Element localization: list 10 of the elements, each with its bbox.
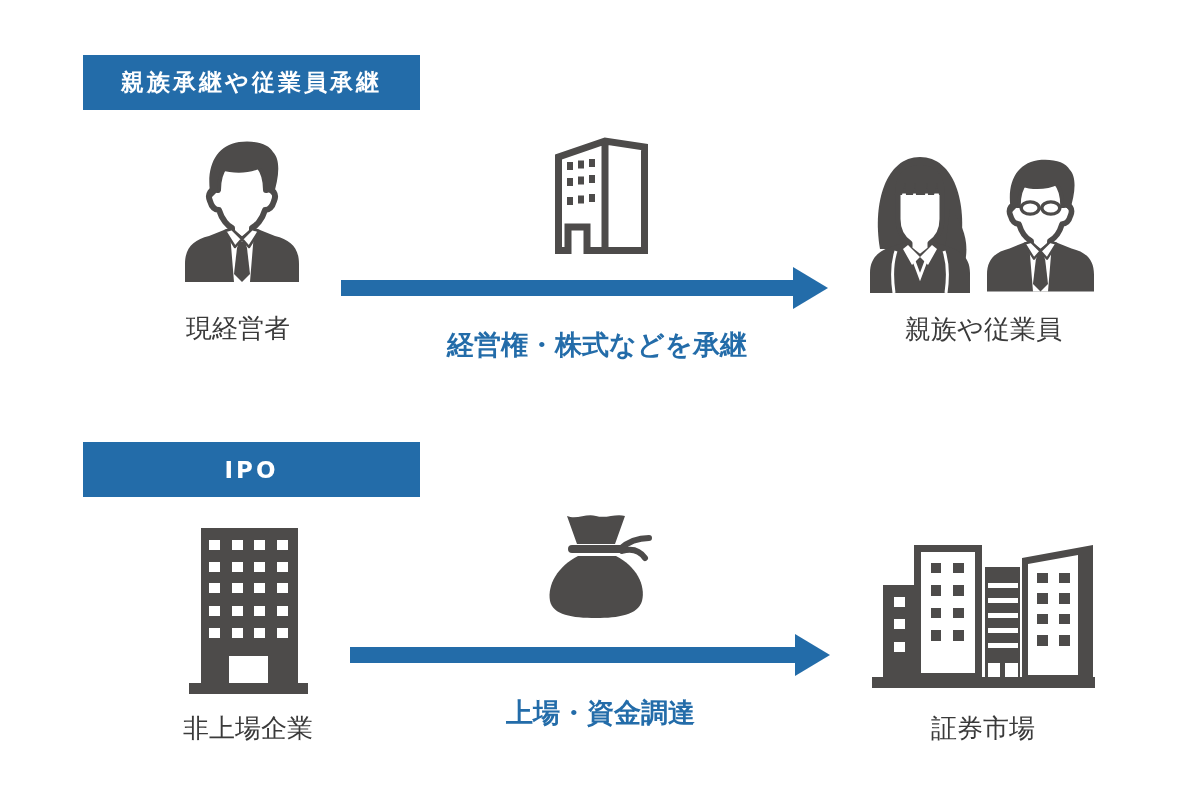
section-header: 親族承継や従業員承継 bbox=[83, 55, 420, 110]
node-label: 証券市場 bbox=[931, 713, 1035, 745]
node-label: 親族や従業員 bbox=[904, 314, 1062, 346]
node-label: 非上場企業 bbox=[183, 713, 313, 745]
section-header: IPO bbox=[83, 442, 420, 497]
node-label: 現経営者 bbox=[186, 313, 290, 345]
edge-label: 上場・資金調達 bbox=[505, 697, 695, 730]
arrow bbox=[350, 634, 830, 676]
edge-label: 経営権・株式などを承継 bbox=[447, 329, 747, 362]
arrow bbox=[341, 267, 828, 309]
